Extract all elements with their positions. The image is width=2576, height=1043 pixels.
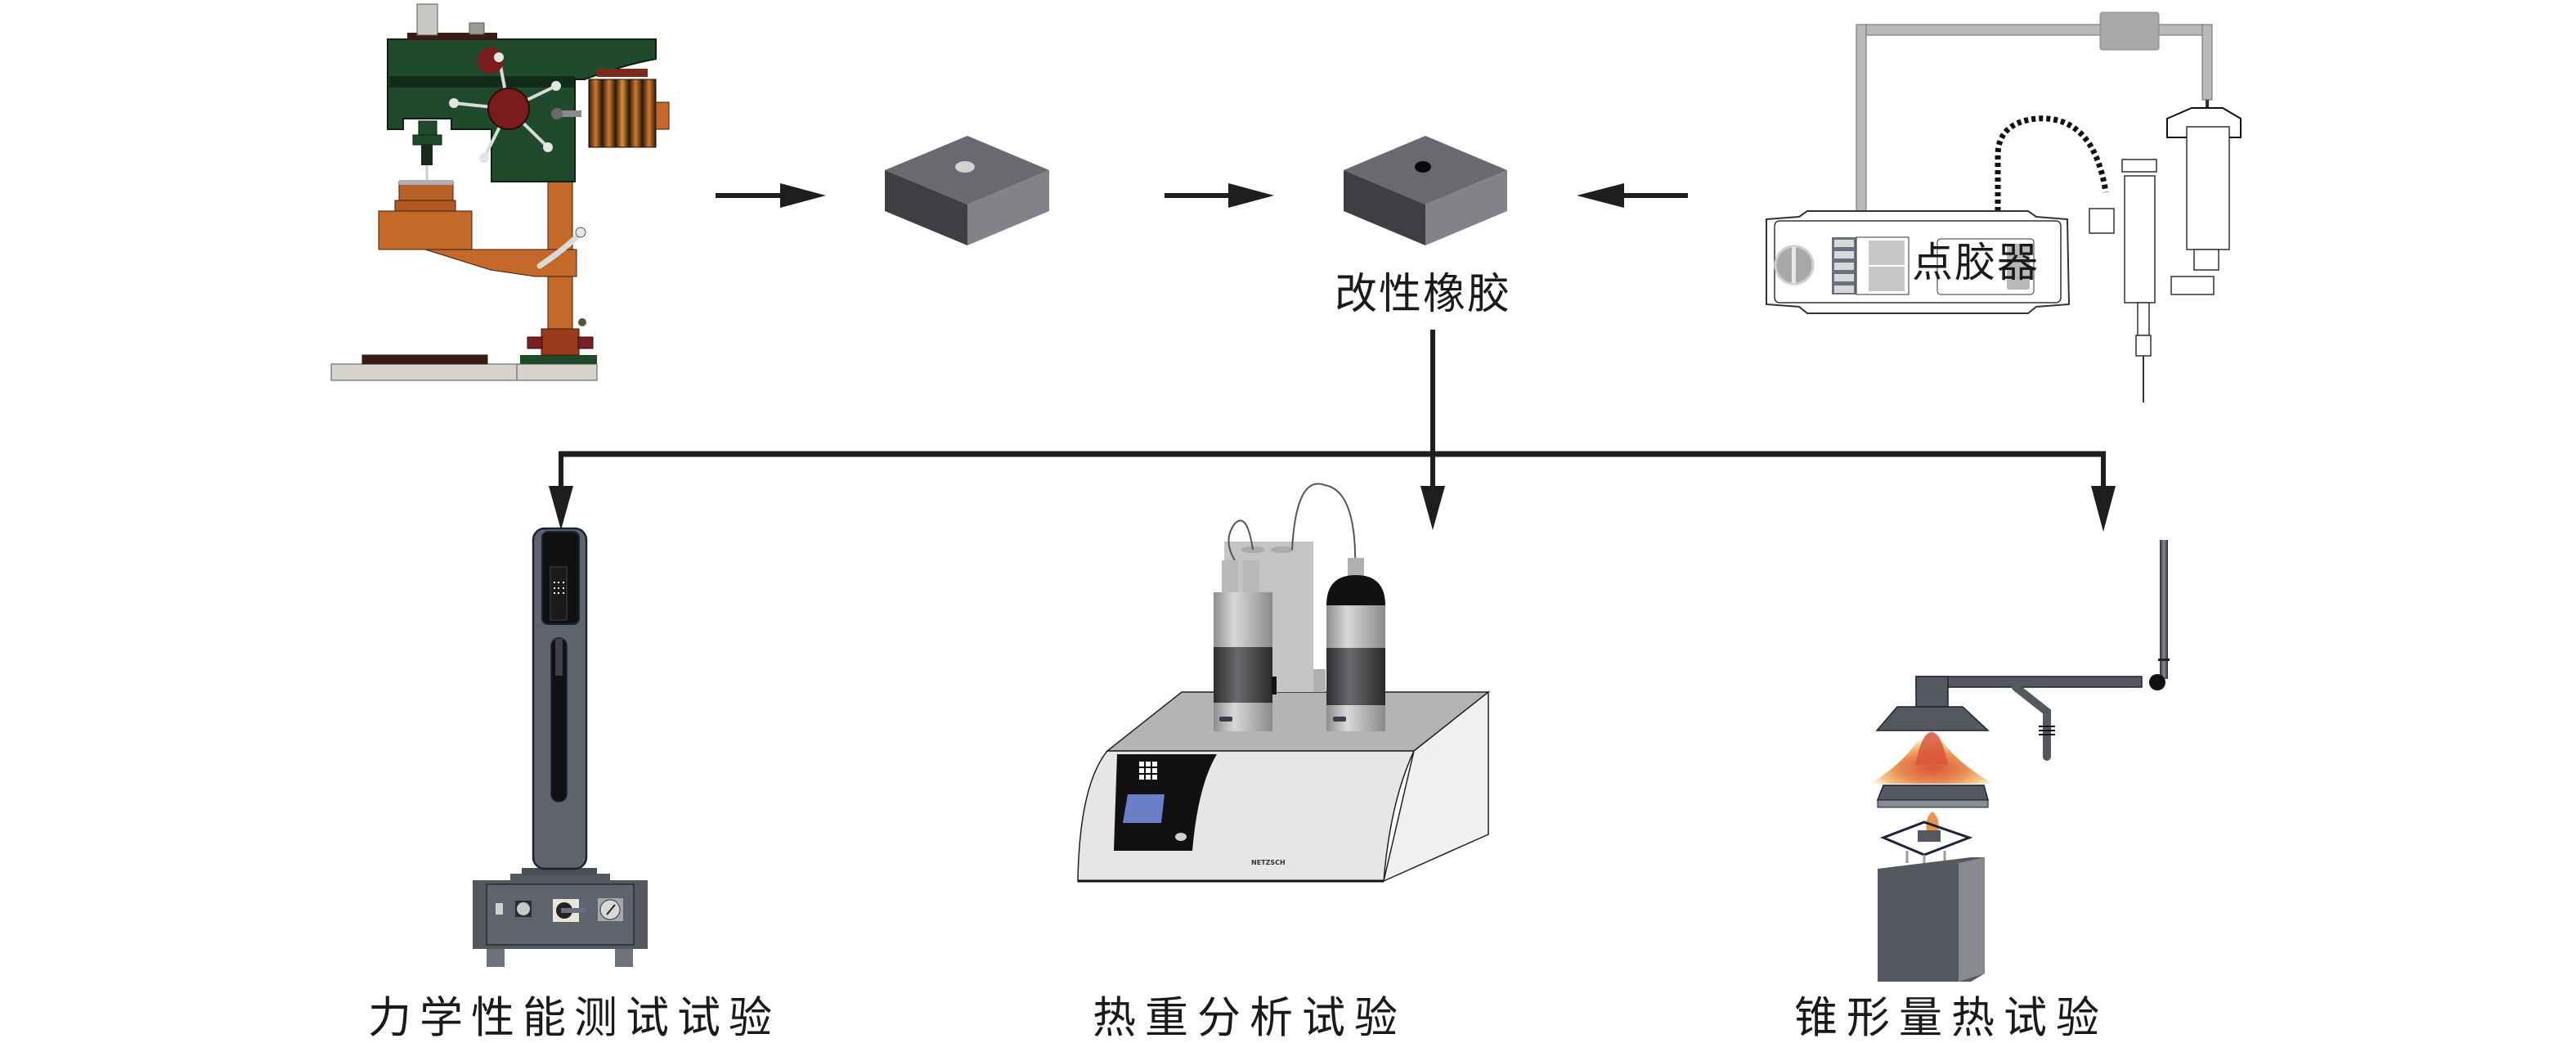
modified-rubber-block-icon <box>1344 136 1507 245</box>
tga-brand-text: NETZSCH <box>1251 859 1286 866</box>
arrow-to-cone-test <box>2091 452 2116 532</box>
glue-dispenser-icon <box>1766 11 2242 402</box>
distribution-connector <box>559 330 2106 491</box>
tga-test-label: 热重分析试验 <box>1093 993 1407 1043</box>
drill-press-icon <box>330 3 670 381</box>
arrow-to-tga-test <box>1420 486 1445 530</box>
drilled-rubber-block-icon <box>885 136 1049 245</box>
cone-calorimeter-icon <box>1871 540 2170 982</box>
arrow-drill-to-block <box>716 183 826 208</box>
arrow-dispenser-to-rubber <box>1577 183 1688 208</box>
glue-dispenser-label: 点胶器 <box>1912 239 2040 286</box>
modified-rubber-label: 改性橡胶 <box>1335 270 1512 319</box>
mechanical-test-label: 力学性能测试试验 <box>368 993 780 1043</box>
arrow-block-to-rubber <box>1165 183 1274 208</box>
arrow-to-mechanical-test <box>549 452 573 530</box>
universal-testing-machine-icon <box>473 527 648 967</box>
cone-calorimeter-test-label: 锥形量热试验 <box>1794 993 2108 1043</box>
tga-instrument-icon: NETZSCH <box>1077 483 1491 883</box>
